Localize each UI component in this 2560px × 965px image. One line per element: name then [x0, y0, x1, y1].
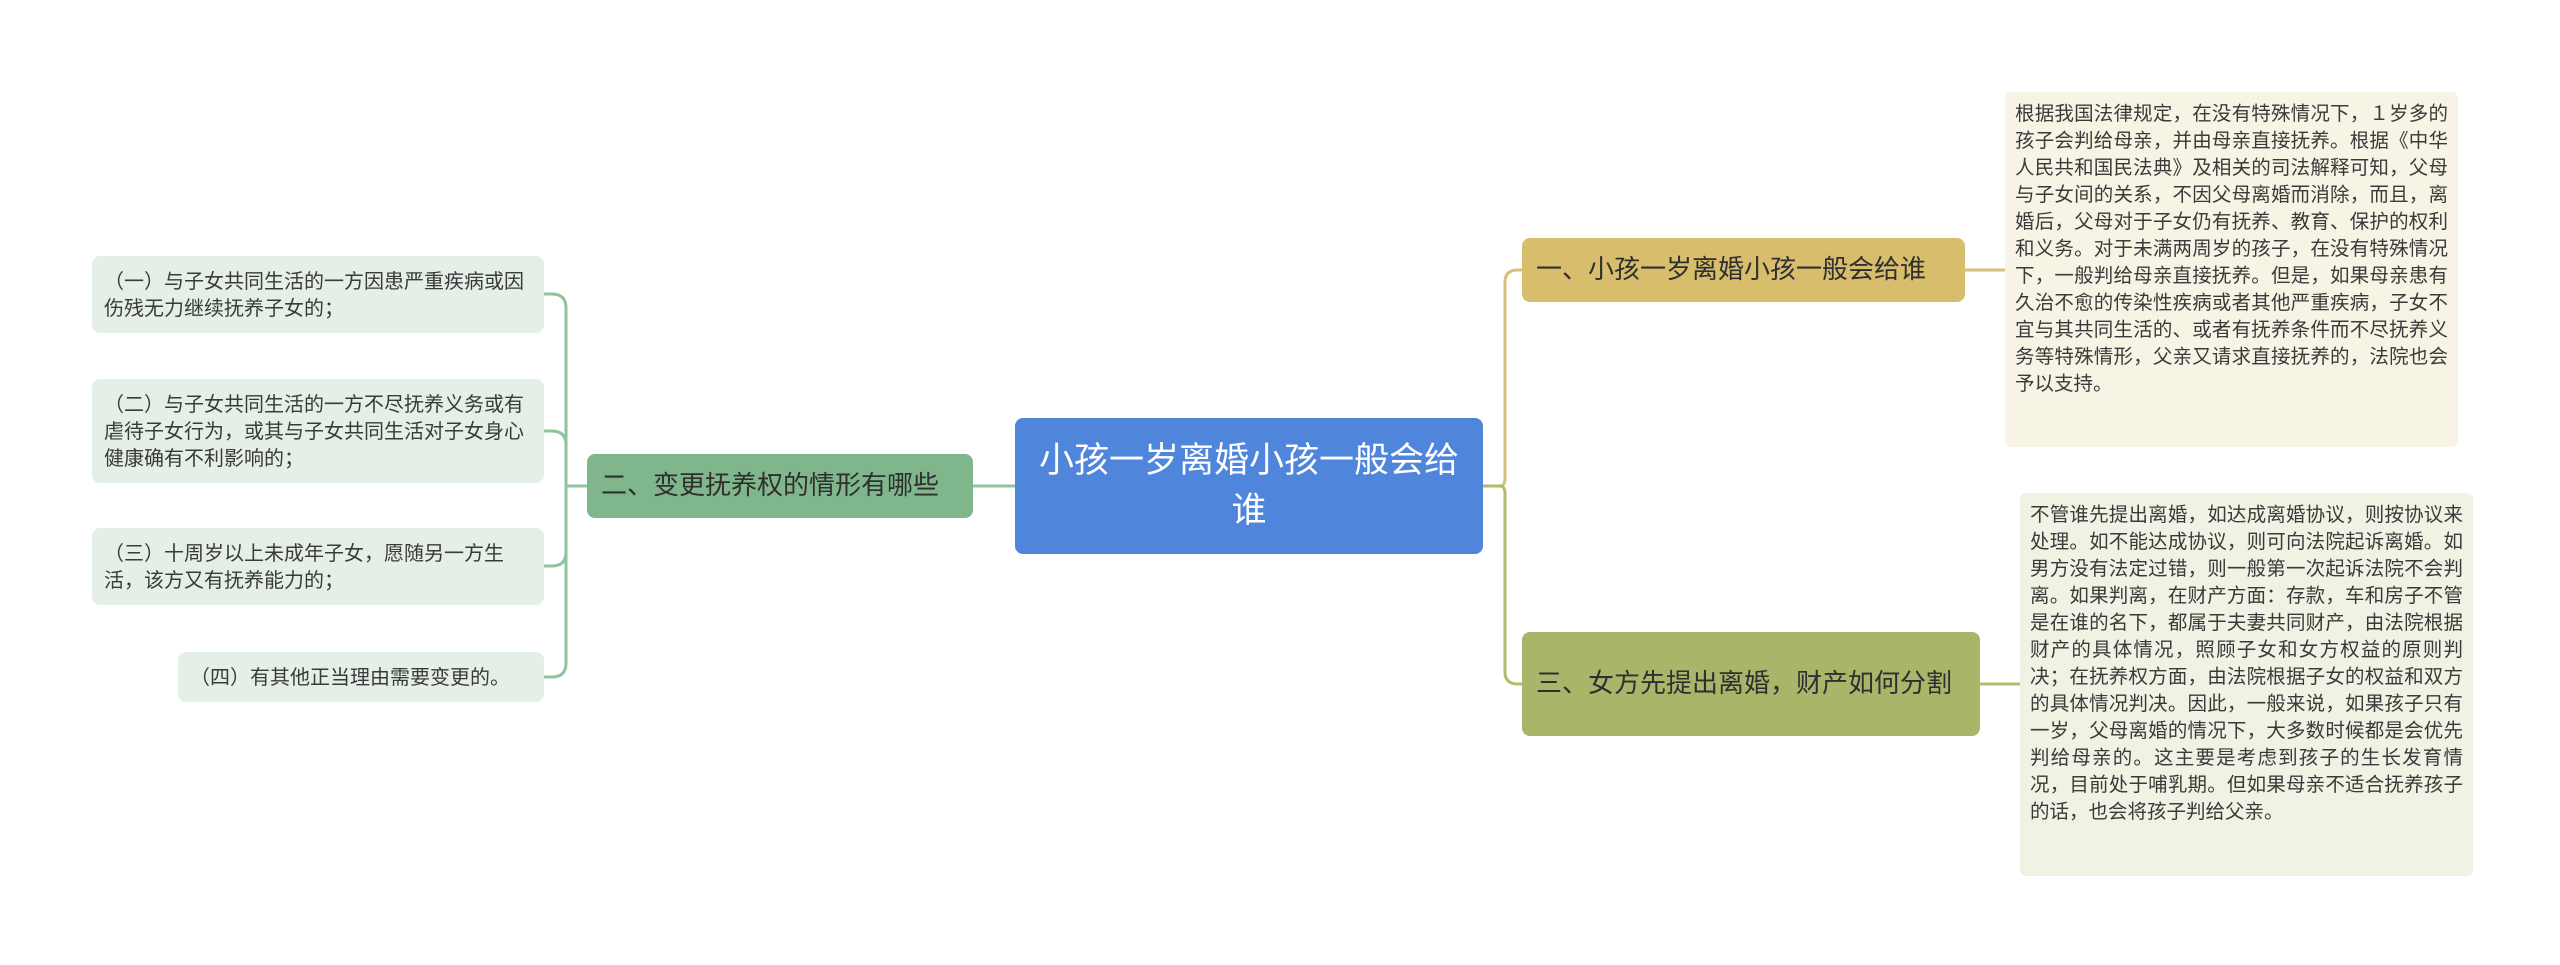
branch-topic-2[interactable]: 二、变更抚养权的情形有哪些: [587, 454, 973, 518]
link-root-branch-1: [1483, 268, 1522, 488]
subtopic-label: （一）与子女共同生活的一方因患严重疾病或因伤残无力继续抚养子女的；: [104, 268, 524, 320]
branch-1-detail-text: 根据我国法律规定，在没有特殊情况下，１岁多的孩子会判给母亲，并由母亲直接抚养。根…: [2015, 102, 2448, 395]
link-branch-2-leaf-2: [544, 429, 568, 486]
branch-topic-1-label: 一、小孩一岁离婚小孩一般会给谁: [1536, 254, 1927, 285]
subtopic-label: （四）有其他正当理由需要变更的。: [190, 664, 510, 689]
branch-3-detail-note[interactable]: 不管谁先提出离婚，如达成离婚协议，则按协议来处理。如不能达成协议，则可向法院起诉…: [2020, 493, 2473, 876]
branch-3-detail-text: 不管谁先提出离婚，如达成离婚协议，则按协议来处理。如不能达成协议，则可向法院起诉…: [2030, 503, 2463, 823]
branch-topic-3[interactable]: 三、女方先提出离婚，财产如何分割: [1522, 632, 1980, 736]
subtopic-label: （三）十周岁以上未成年子女，愿随另一方生活，该方又有抚养能力的；: [104, 540, 504, 592]
subtopic-change-reason-4[interactable]: （四）有其他正当理由需要变更的。: [178, 652, 544, 702]
subtopic-change-reason-3[interactable]: （三）十周岁以上未成年子女，愿随另一方生活，该方又有抚养能力的；: [92, 528, 544, 605]
branch-topic-2-label: 二、变更抚养权的情形有哪些: [601, 470, 940, 501]
subtopic-change-reason-2[interactable]: （二）与子女共同生活的一方不尽抚养义务或有虐待子女行为，或其与子女共同生活对子女…: [92, 379, 544, 483]
branch-1-detail-note[interactable]: 根据我国法律规定，在没有特殊情况下，１岁多的孩子会判给母亲，并由母亲直接抚养。根…: [2005, 92, 2458, 447]
link-branch-2-leaf-4: [544, 486, 568, 679]
link-root-branch-3: [1483, 484, 1522, 686]
root-topic[interactable]: 小孩一岁离婚小孩一般会给谁: [1015, 418, 1483, 554]
branch-topic-1[interactable]: 一、小孩一岁离婚小孩一般会给谁: [1522, 238, 1965, 302]
subtopic-label: （二）与子女共同生活的一方不尽抚养义务或有虐待子女行为，或其与子女共同生活对子女…: [104, 391, 524, 470]
link-branch-2-leaf-3: [544, 486, 568, 568]
link-branch-2-leaf-1: [544, 292, 568, 486]
branch-topic-3-label: 三、女方先提出离婚，财产如何分割: [1536, 668, 1953, 699]
root-topic-label: 小孩一岁离婚小孩一般会给谁: [1039, 441, 1460, 531]
subtopic-change-reason-1[interactable]: （一）与子女共同生活的一方因患严重疾病或因伤残无力继续抚养子女的；: [92, 256, 544, 333]
